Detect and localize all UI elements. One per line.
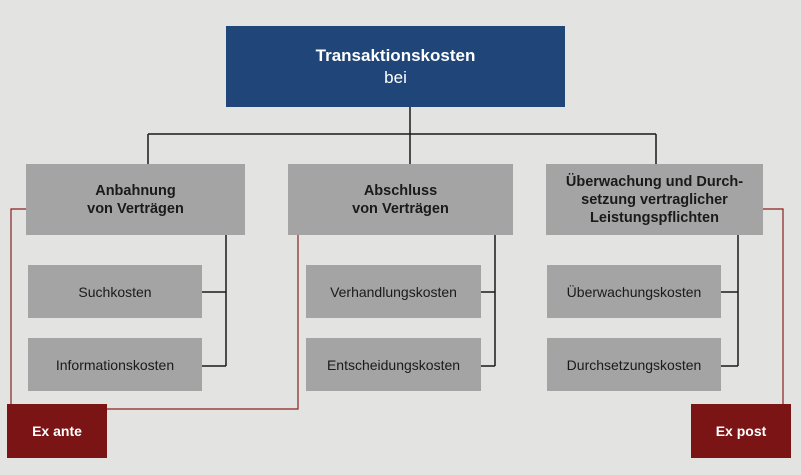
item-box-entscheidungskosten: Entscheidungskosten	[306, 338, 481, 391]
root-title: Transaktionskosten	[315, 45, 476, 65]
item-box-ueberwachungskosten: Überwachungskosten	[547, 265, 721, 318]
ex-ante-left-bracket	[10, 208, 26, 404]
item-box-durchsetzungskosten: Durchsetzungskosten	[547, 338, 721, 391]
root-box: Transaktionskosten bei	[226, 26, 565, 107]
category-box-abschluss: Abschluss von Verträgen	[288, 164, 513, 235]
root-subtitle: bei	[384, 67, 407, 87]
category-box-ueberwachung: Überwachung und Durch- setzung vertragli…	[546, 164, 763, 235]
ex-post-tag: Ex post	[691, 404, 791, 458]
ex-ante-tag: Ex ante	[7, 404, 107, 458]
item-box-informationskosten: Informationskosten	[28, 338, 202, 391]
ex-ante-right-bracket	[107, 235, 299, 410]
ex-post-bracket	[763, 208, 784, 404]
category-box-anbahnung: Anbahnung von Verträgen	[26, 164, 245, 235]
item-box-verhandlungskosten: Verhandlungskosten	[306, 265, 481, 318]
item-box-suchkosten: Suchkosten	[28, 265, 202, 318]
